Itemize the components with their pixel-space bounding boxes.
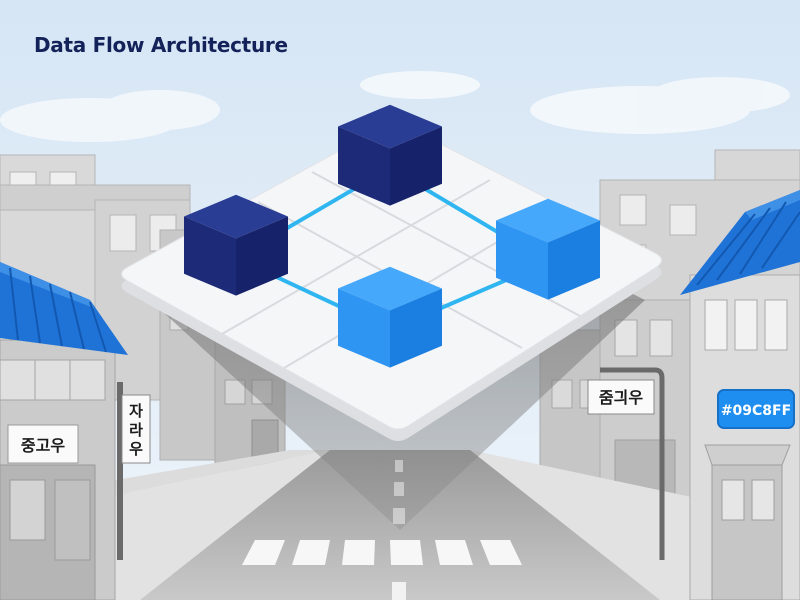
hex-badge-sign: #09C8FF (717, 389, 795, 429)
left-sign-post: 자 라 우 (117, 382, 151, 560)
blue-roof-left (0, 262, 128, 355)
left-post-char-2: 라 (129, 421, 143, 439)
right-sign-post: 줌긔우 (587, 367, 665, 560)
right-post-sign-text: 줌긔우 (599, 388, 643, 407)
node-right (496, 198, 600, 300)
clouds (0, 71, 790, 142)
page-title: Data Flow Architecture (34, 33, 288, 57)
node-left (184, 194, 288, 296)
left-shop-sign-text: 중고우 (21, 436, 65, 455)
hex-badge-text: #09C8FF (721, 403, 791, 419)
left-post-char-1: 자 (129, 402, 143, 420)
diagram-nodes (184, 104, 600, 368)
blue-roof-right (680, 190, 800, 295)
left-shop-sign: 중고우 (7, 424, 79, 464)
building-left-front (0, 339, 116, 600)
node-top (338, 104, 442, 206)
crosswalk (242, 540, 522, 565)
left-post-char-3: 우 (129, 440, 143, 458)
building-right-front (689, 274, 800, 600)
